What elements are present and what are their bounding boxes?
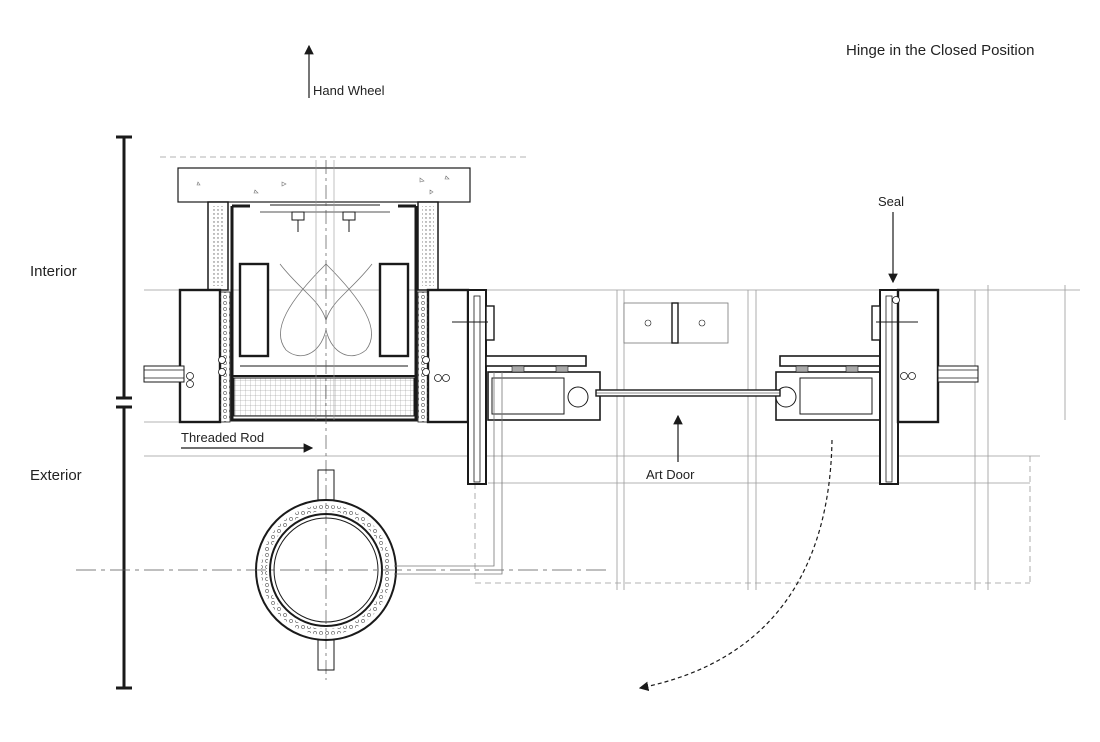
drawing-title: Hinge in the Closed Position — [846, 42, 1035, 59]
zone-dimension-bars — [116, 135, 132, 690]
art-door — [485, 302, 889, 421]
pivot-pipe — [76, 372, 610, 671]
hinge-housing — [207, 160, 439, 680]
interior-zone-label: Interior — [30, 263, 77, 280]
exterior-zone-label: Exterior — [30, 467, 82, 484]
threaded-rod-label: Threaded Rod — [181, 430, 265, 445]
art-door-label: Art Door — [646, 467, 695, 482]
concrete-slab — [177, 167, 471, 203]
seal-label: Seal — [878, 194, 905, 209]
hand-wheel-label: Hand Wheel — [313, 83, 385, 98]
right-frame — [871, 288, 979, 485]
door-swing-arc — [638, 439, 833, 692]
left-frame — [143, 288, 495, 485]
leader-arrows — [181, 44, 898, 462]
